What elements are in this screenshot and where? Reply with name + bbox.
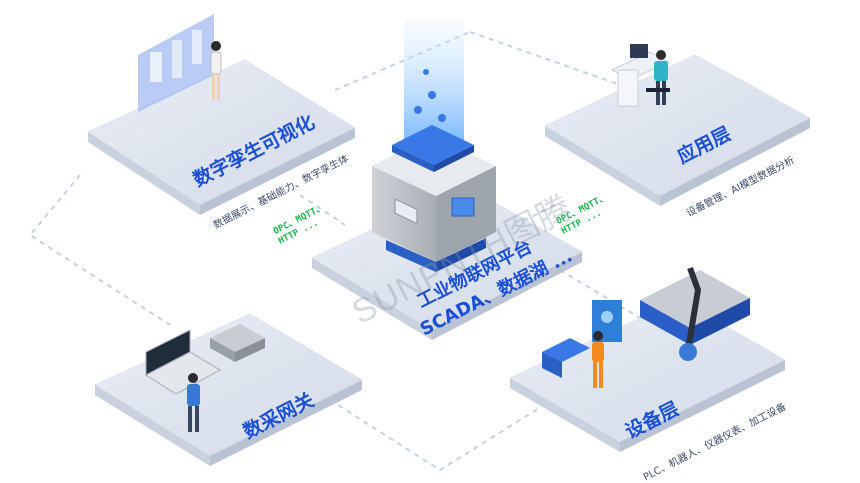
workstation-icon bbox=[610, 44, 670, 107]
machine-icon bbox=[542, 300, 622, 378]
worker-icon bbox=[592, 331, 604, 388]
gateway-device-icon bbox=[210, 324, 265, 362]
server-cube-icon bbox=[372, 20, 496, 272]
robot-arm-icon bbox=[640, 266, 750, 361]
digital-twin-platform bbox=[86, 14, 357, 215]
application-platform bbox=[543, 44, 812, 206]
device-platform bbox=[508, 266, 787, 452]
twin-screen-icon bbox=[138, 14, 214, 112]
engineer-icon bbox=[187, 373, 200, 432]
laptop-icon bbox=[145, 329, 222, 395]
person-icon bbox=[210, 41, 222, 100]
gateway-platform bbox=[93, 313, 364, 466]
